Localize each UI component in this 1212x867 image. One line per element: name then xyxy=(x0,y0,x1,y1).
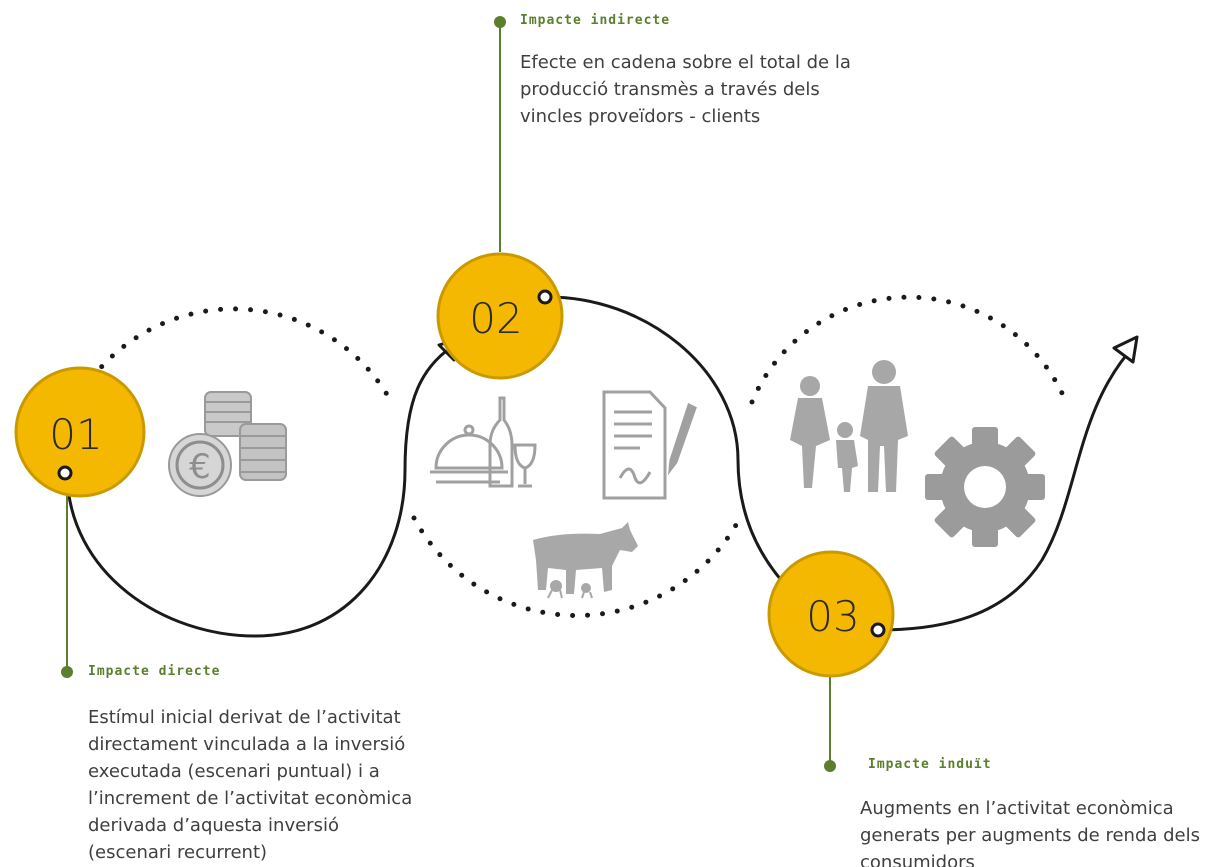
badge-02: 02 xyxy=(436,252,564,380)
stage-02-description: Efecte en cadena sobre el total de la pr… xyxy=(520,52,851,127)
stage-01-title: Impacte directe xyxy=(88,664,221,679)
badge-01: 01 xyxy=(14,366,146,498)
arrow-head-out xyxy=(1112,335,1139,364)
livestock-icon xyxy=(533,522,638,599)
food-tray-icon xyxy=(430,424,508,484)
euro-coins-icon: € xyxy=(168,391,287,497)
svg-text:€: € xyxy=(189,447,211,487)
stage-02-title: Impacte indirecte xyxy=(520,13,671,28)
connector-dot-01 xyxy=(61,666,73,678)
connector-dot-03 xyxy=(824,760,836,772)
wine-icon xyxy=(488,396,537,488)
badge-number: 03 xyxy=(806,592,859,641)
dotted-arc-bottom-middle xyxy=(411,515,743,619)
stage-03-title: Impacte induït xyxy=(868,757,992,772)
connector-dot-02 xyxy=(494,16,506,28)
contract-icon xyxy=(602,390,697,500)
dotted-arc-top-right xyxy=(749,294,1069,405)
stage-03-description: Augments en l’activitat econòmica genera… xyxy=(860,798,1200,867)
badge-03: 03 xyxy=(767,550,895,678)
dotted-arc-top-left xyxy=(89,306,396,408)
badge-number: 02 xyxy=(469,294,522,343)
flow-path xyxy=(65,295,1137,638)
gear-icon xyxy=(925,427,1045,547)
family-icon xyxy=(790,360,908,492)
stage-01-description: Estímul inicial derivat de l’activitat d… xyxy=(88,707,413,863)
badge-number: 01 xyxy=(49,410,102,459)
